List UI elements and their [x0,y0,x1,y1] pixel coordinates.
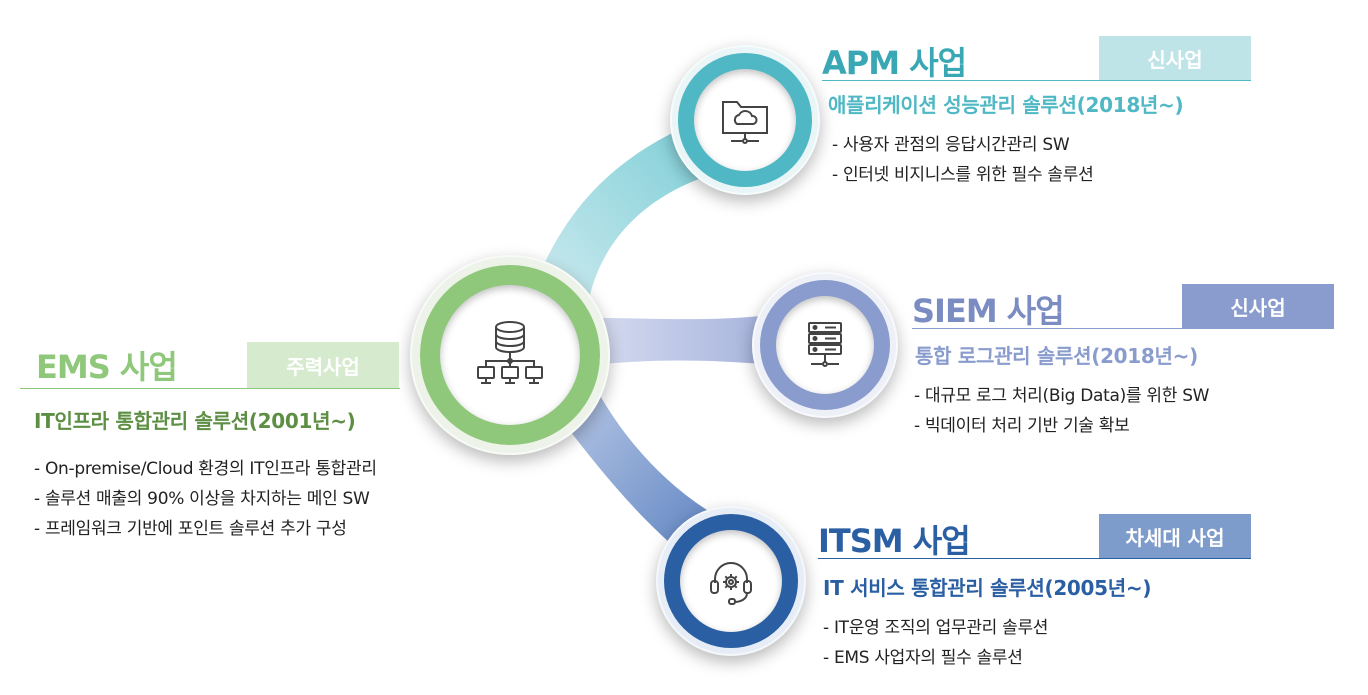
list-item: - 솔루션 매출의 90% 이상을 차지하는 메인 SW [34,489,370,509]
apm-bullet-list: - 사용자 관점의 응답시간관리 SW - 인터넷 비지니스를 위한 필수 솔루… [832,130,1094,190]
ems-subtitle: IT인프라 통합관리 솔루션(2001년~) [34,409,356,433]
ribbon-to-itsm [560,392,715,560]
apm-title: APM 사업 [822,44,967,82]
ems-badge: 주력사업 [247,342,399,388]
itsm-bullet-list: - IT운영 조직의 업무관리 솔루션 - EMS 사업자의 필수 솔루션 [823,613,1048,673]
apm-circle [670,45,820,195]
siem-circle [752,272,898,418]
headset-gear-icon [710,562,752,605]
ribbon-to-apm [545,120,710,295]
cloud-folder-icon [722,101,768,144]
siem-title: SIEM 사업 [912,292,1065,330]
list-item: - 대규모 로그 처리(Big Data)를 위한 SW [914,386,1210,406]
ems-bullet-list: - On-premise/Cloud 환경의 IT인프라 통합관리 - 솔루션 … [34,454,377,544]
ems-divider [20,388,400,389]
itsm-circle [656,506,806,656]
siem-badge: 신사업 [1182,284,1334,328]
siem-divider [912,328,1334,329]
itsm-badge: 차세대 사업 [1099,514,1251,558]
siem-bullet-list: - 대규모 로그 처리(Big Data)를 위한 SW - 빅데이터 처리 기… [914,381,1210,441]
list-item: - On-premise/Cloud 환경의 IT인프라 통합관리 [34,459,377,479]
list-item: - IT운영 조직의 업무관리 솔루션 [823,618,1049,638]
list-item: - 인터넷 비지니스를 위한 필수 솔루션 [832,165,1094,185]
ribbon-to-siem [590,315,775,365]
itsm-subtitle: IT 서비스 통합관리 솔루션(2005년~) [823,576,1152,600]
itsm-divider [818,558,1251,559]
list-item: - 빅데이터 처리 기반 기술 확보 [914,416,1130,436]
apm-badge: 신사업 [1099,36,1251,80]
itsm-title: ITSM 사업 [818,522,971,560]
list-item: - EMS 사업자의 필수 솔루션 [823,648,1023,668]
siem-subtitle: 통합 로그관리 솔루션(2018년~) [915,344,1198,368]
server-network-icon [477,321,543,384]
list-item: - 사용자 관점의 응답시간관리 SW [832,135,1070,155]
ems-title: EMS 사업 [36,348,178,386]
apm-divider [822,80,1251,81]
server-rack-icon [808,322,842,367]
list-item: - 프레임워크 기반에 포인트 솔루션 추가 구성 [34,519,347,539]
apm-subtitle: 애플리케이션 성능관리 솔루션(2018년~) [828,93,1184,117]
center-hub [410,255,610,455]
